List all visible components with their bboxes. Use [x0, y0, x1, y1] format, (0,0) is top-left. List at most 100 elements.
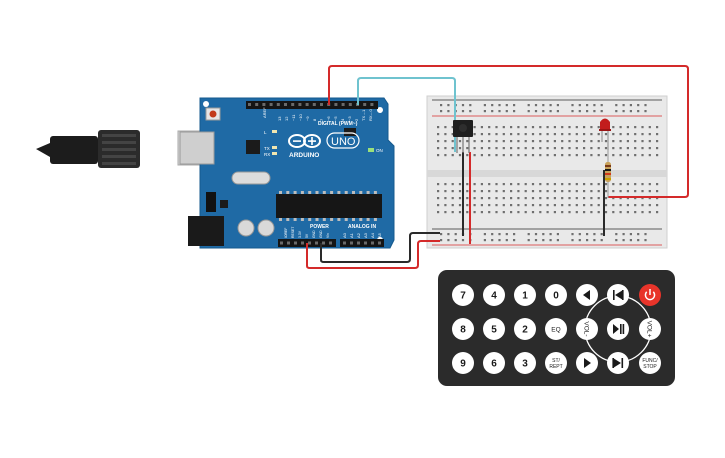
skip-forward-icon — [612, 358, 624, 368]
digital-pin-label: ~3 — [347, 116, 352, 121]
uno-badge — [326, 132, 360, 149]
button-6[interactable]: 6 — [483, 352, 505, 374]
power-pin-label: GND — [319, 230, 323, 238]
analog-header-label: ANALOG IN — [348, 224, 376, 230]
skip-forward-button[interactable] — [607, 352, 629, 374]
usb-cable-tip — [36, 143, 50, 157]
arduino-brand: ARDUINO — [289, 152, 319, 159]
button-label: 9 — [460, 359, 466, 370]
dc-power-jack — [188, 216, 224, 246]
prev-button[interactable] — [576, 284, 598, 306]
button-label: 4 — [491, 291, 497, 302]
skip-back-icon — [613, 290, 624, 300]
analog-header — [340, 239, 384, 247]
next-button[interactable] — [576, 352, 598, 374]
digital-pin-label: RX←0 — [368, 108, 373, 121]
digital-header — [246, 101, 378, 109]
button-st-rept[interactable]: ST/REPT — [545, 352, 567, 374]
tx-label: TX — [264, 146, 270, 151]
digital-pin-label: 4 — [340, 118, 345, 121]
digital-pin-label: 13 — [277, 116, 282, 121]
button-7[interactable]: 7 — [452, 284, 474, 306]
button-label: FUNC/STOP — [642, 358, 658, 370]
button-label: 3 — [522, 359, 528, 370]
usb-plug-body — [50, 136, 98, 164]
wire-red-5v[interactable] — [306, 240, 440, 269]
l-label: L — [264, 130, 267, 135]
usb-cable[interactable] — [36, 130, 207, 168]
rx-label: RX — [264, 152, 270, 157]
button-eq[interactable]: EQ — [545, 318, 567, 340]
analog-pin-label: A3 — [363, 232, 368, 238]
analog-pin-label: A2 — [356, 232, 361, 238]
button-vol[interactable]: VOL+ — [639, 318, 661, 340]
capacitor — [257, 219, 275, 237]
button-label: 1 — [522, 291, 528, 302]
digital-header-label: DIGITAL (PWM~) — [318, 121, 358, 127]
digital-pin-label: ~10 — [298, 113, 303, 121]
power-pin-label: GND — [312, 230, 316, 238]
uno-label: UNO — [331, 136, 356, 148]
power-button[interactable] — [639, 284, 661, 306]
crystal-oscillator — [231, 171, 271, 185]
digital-pin-label: 2 — [354, 118, 359, 121]
button-2[interactable]: 2 — [514, 318, 536, 340]
red-led[interactable] — [599, 118, 611, 151]
ir-remote[interactable]: 7 4 1 0 8 5 2 EQ VOL- VOL+ 9 6 3 ST/REPT FUNC/STOP — [438, 270, 675, 386]
button-vol[interactable]: VOL- — [576, 318, 598, 340]
usb-b-port — [179, 131, 215, 165]
digital-pin-label: ~5 — [333, 116, 338, 121]
button-0[interactable]: 0 — [545, 284, 567, 306]
button-label: 6 — [491, 359, 497, 370]
skip-back-button[interactable] — [607, 284, 629, 306]
on-led — [368, 148, 374, 152]
ir-receiver[interactable] — [453, 120, 473, 153]
button-8[interactable]: 8 — [452, 318, 474, 340]
power-pin-label: Vin — [326, 233, 330, 238]
button-label: 0 — [553, 291, 559, 302]
button-label: ST/REPT — [549, 358, 562, 370]
wire-cyan-signal[interactable] — [357, 77, 456, 152]
power-header-label: POWER — [310, 224, 329, 230]
power-pin-label: IOREF — [284, 228, 288, 238]
digital-pin-label: 7 — [319, 118, 324, 121]
play-pause-icon — [613, 324, 625, 334]
button-label: 5 — [491, 325, 497, 336]
resistor[interactable] — [605, 150, 611, 198]
power-pin-label: RESET — [291, 227, 295, 238]
button-label: 8 — [460, 325, 466, 336]
analog-pin-label: A5 — [377, 232, 382, 238]
wire-red-top[interactable] — [328, 65, 689, 198]
button-func-stop[interactable]: FUNC/STOP — [639, 352, 661, 374]
power-icon — [644, 289, 656, 301]
button-label: 7 — [460, 291, 466, 302]
button-label: VOL+ — [646, 321, 653, 338]
button-label: EQ — [551, 326, 560, 333]
button-label: VOL- — [583, 321, 590, 336]
analog-pin-label: A4 — [370, 232, 375, 238]
digital-pin-label: ~9 — [305, 116, 310, 121]
digital-pin-label: 12 — [284, 116, 289, 121]
digital-pin-label: TX→1 — [361, 109, 366, 121]
rx-led — [272, 152, 277, 155]
button-1[interactable]: 1 — [514, 284, 536, 306]
on-label: ON — [376, 148, 383, 153]
button-4[interactable]: 4 — [483, 284, 505, 306]
digital-pin-label: ~11 — [291, 114, 296, 121]
button-9[interactable]: 9 — [452, 352, 474, 374]
capacitor — [237, 219, 255, 237]
play-pause-button[interactable] — [607, 318, 629, 340]
tx-led — [272, 146, 277, 149]
aref-label: AREF — [262, 107, 267, 118]
wire-black-gnd[interactable] — [320, 232, 440, 263]
arduino-logo — [288, 134, 321, 148]
l-led — [272, 130, 277, 133]
prev-icon — [583, 290, 590, 300]
button-5[interactable]: 5 — [483, 318, 505, 340]
digital-pin-label: ~6 — [326, 116, 331, 121]
power-pin-label: 5V — [305, 233, 309, 238]
button-label: 2 — [522, 325, 528, 336]
button-3[interactable]: 3 — [514, 352, 536, 374]
